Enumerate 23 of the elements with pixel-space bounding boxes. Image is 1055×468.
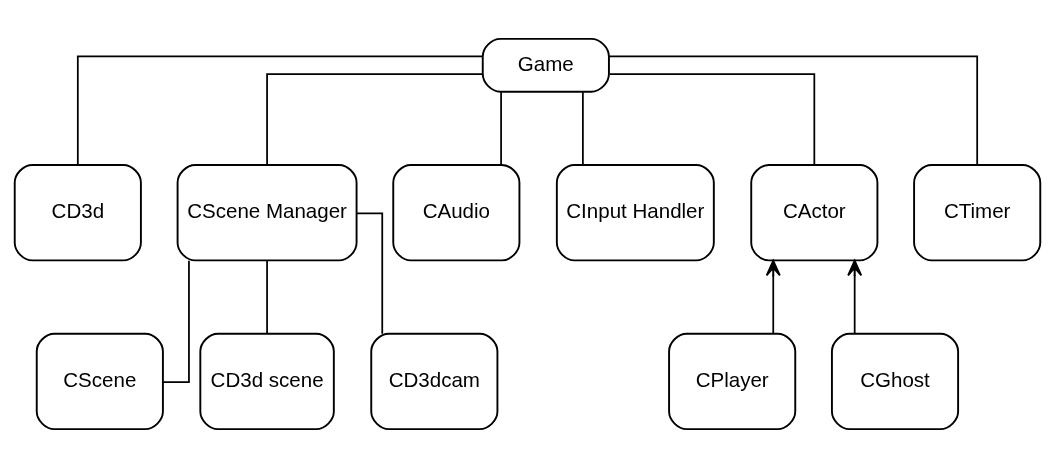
node-box: CAudio bbox=[392, 164, 521, 262]
connector bbox=[608, 55, 979, 166]
connector bbox=[500, 91, 502, 166]
arrow bbox=[765, 259, 781, 335]
connector bbox=[582, 91, 584, 166]
connector bbox=[76, 55, 484, 166]
connector bbox=[355, 212, 384, 335]
node-box: Game bbox=[481, 37, 610, 93]
connector bbox=[608, 73, 816, 166]
connector bbox=[266, 73, 484, 166]
node-box: CD3d scene bbox=[199, 332, 335, 431]
node-box: CGhost bbox=[830, 332, 960, 431]
node-box: CScene Manager bbox=[176, 164, 358, 262]
node-box: CPlayer bbox=[668, 332, 797, 431]
arrow bbox=[847, 259, 863, 335]
node-box: CScene bbox=[35, 332, 164, 431]
node-box: CActor bbox=[750, 164, 879, 262]
node-box: CInput Handler bbox=[555, 164, 715, 262]
connector bbox=[162, 259, 190, 384]
connector bbox=[266, 259, 268, 335]
node-box: CD3dcam bbox=[370, 332, 499, 431]
node-box: CTimer bbox=[913, 164, 1042, 262]
node-box: CD3d bbox=[13, 164, 142, 262]
